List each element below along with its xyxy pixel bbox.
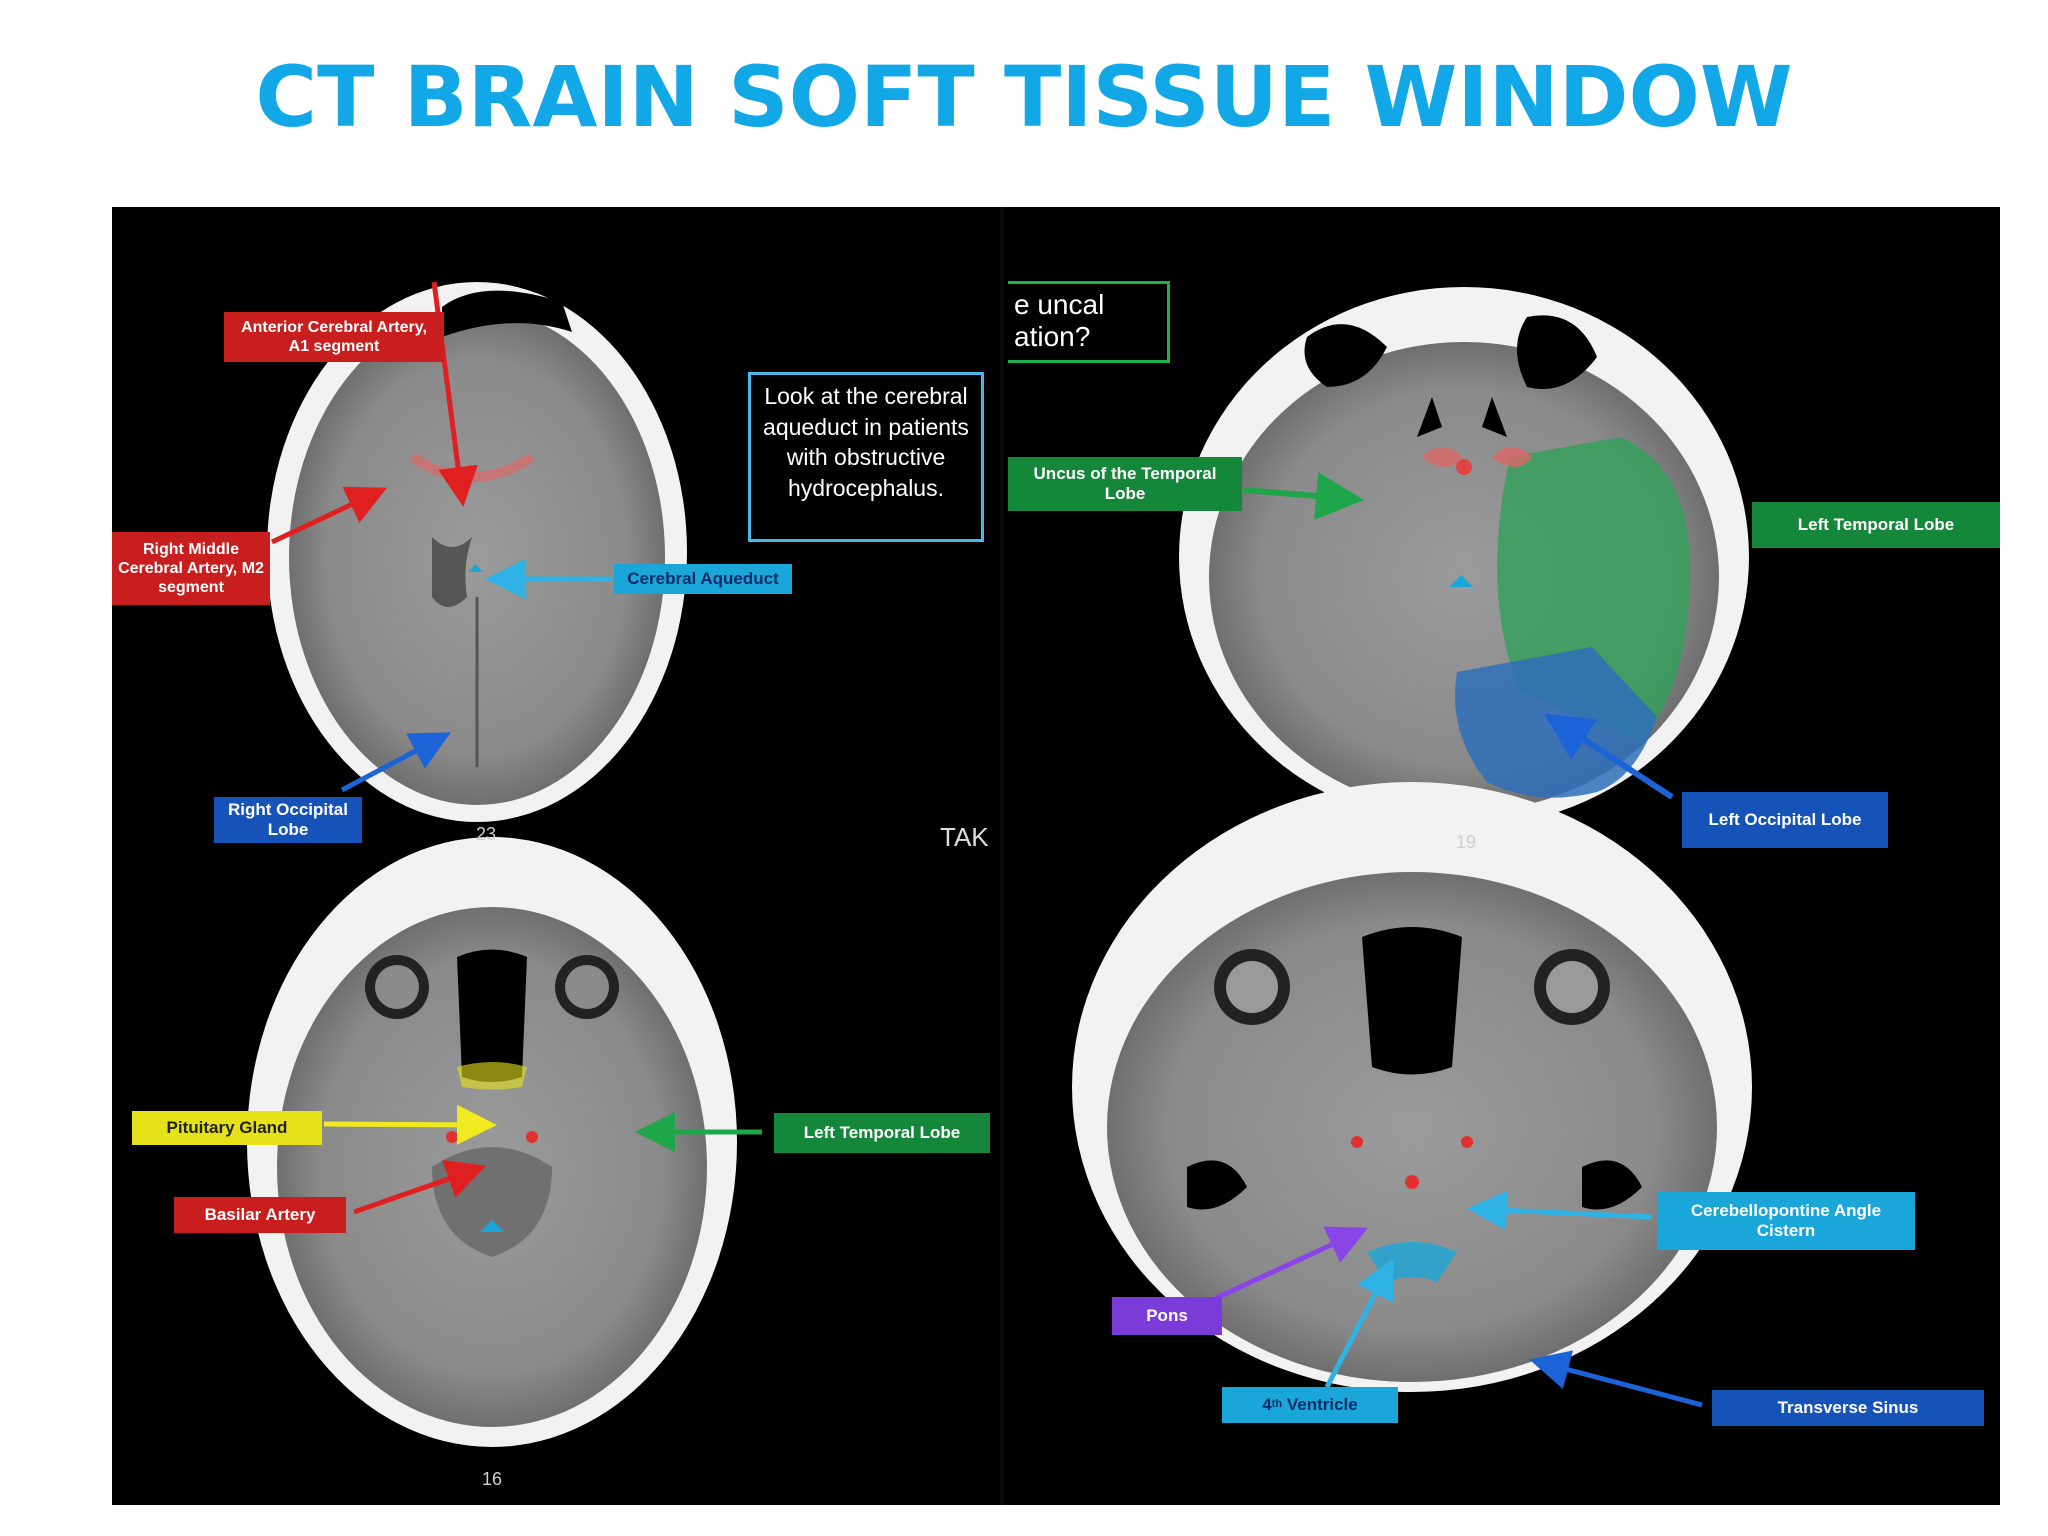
label-cerebral-aqueduct: Cerebral Aqueduct bbox=[614, 564, 792, 594]
ventricle-number: 4 bbox=[1262, 1394, 1272, 1414]
label-left-occipital-lobe: Left Occipital Lobe bbox=[1682, 792, 1888, 848]
scan-bottom-right bbox=[1072, 782, 1752, 1392]
label-left-temporal-lobe-top: Left Temporal Lobe bbox=[1752, 502, 2000, 548]
scan-top-left bbox=[267, 282, 687, 822]
label-cerebellopontine-angle-cistern: Cerebellopontine Angle Cistern bbox=[1657, 1192, 1915, 1250]
label-pons: Pons bbox=[1112, 1297, 1222, 1335]
ct-scan-illustrations bbox=[247, 207, 1752, 1505]
label-pituitary-gland: Pituitary Gland bbox=[132, 1111, 322, 1145]
watermark-text: TAK bbox=[940, 822, 989, 852]
slice-number-top-right: 19 bbox=[1456, 832, 1477, 852]
label-right-occipital-lobe: Right Occipital Lobe bbox=[214, 797, 362, 843]
label-left-temporal-lobe-bottom: Left Temporal Lobe bbox=[774, 1113, 990, 1153]
ct-image-panel: Anterior Cerebral Artery, A1 segment Rig… bbox=[112, 207, 2000, 1505]
label-transverse-sinus: Transverse Sinus bbox=[1712, 1390, 1984, 1426]
slide-title: CT BRAIN SOFT TISSUE WINDOW bbox=[255, 48, 1793, 146]
slice-number-bottom-left: 16 bbox=[482, 1469, 503, 1489]
label-right-middle-cerebral-artery: Right Middle Cerebral Artery, M2 segment bbox=[112, 532, 270, 605]
partial-question-box: e uncal ation? bbox=[1008, 281, 1170, 363]
scan-top-right bbox=[1179, 287, 1749, 827]
ventricle-text: Ventricle bbox=[1282, 1394, 1358, 1414]
label-anterior-cerebral-artery: Anterior Cerebral Artery, A1 segment bbox=[224, 312, 444, 362]
label-basilar-artery: Basilar Artery bbox=[174, 1197, 346, 1233]
slice-number-top-left: 23 bbox=[476, 824, 497, 844]
label-uncus-temporal-lobe: Uncus of the Temporal Lobe bbox=[1008, 457, 1242, 511]
aqueduct-note-box: Look at the cerebral aqueduct in patient… bbox=[748, 372, 984, 542]
ventricle-ordinal: th bbox=[1271, 1398, 1283, 1411]
